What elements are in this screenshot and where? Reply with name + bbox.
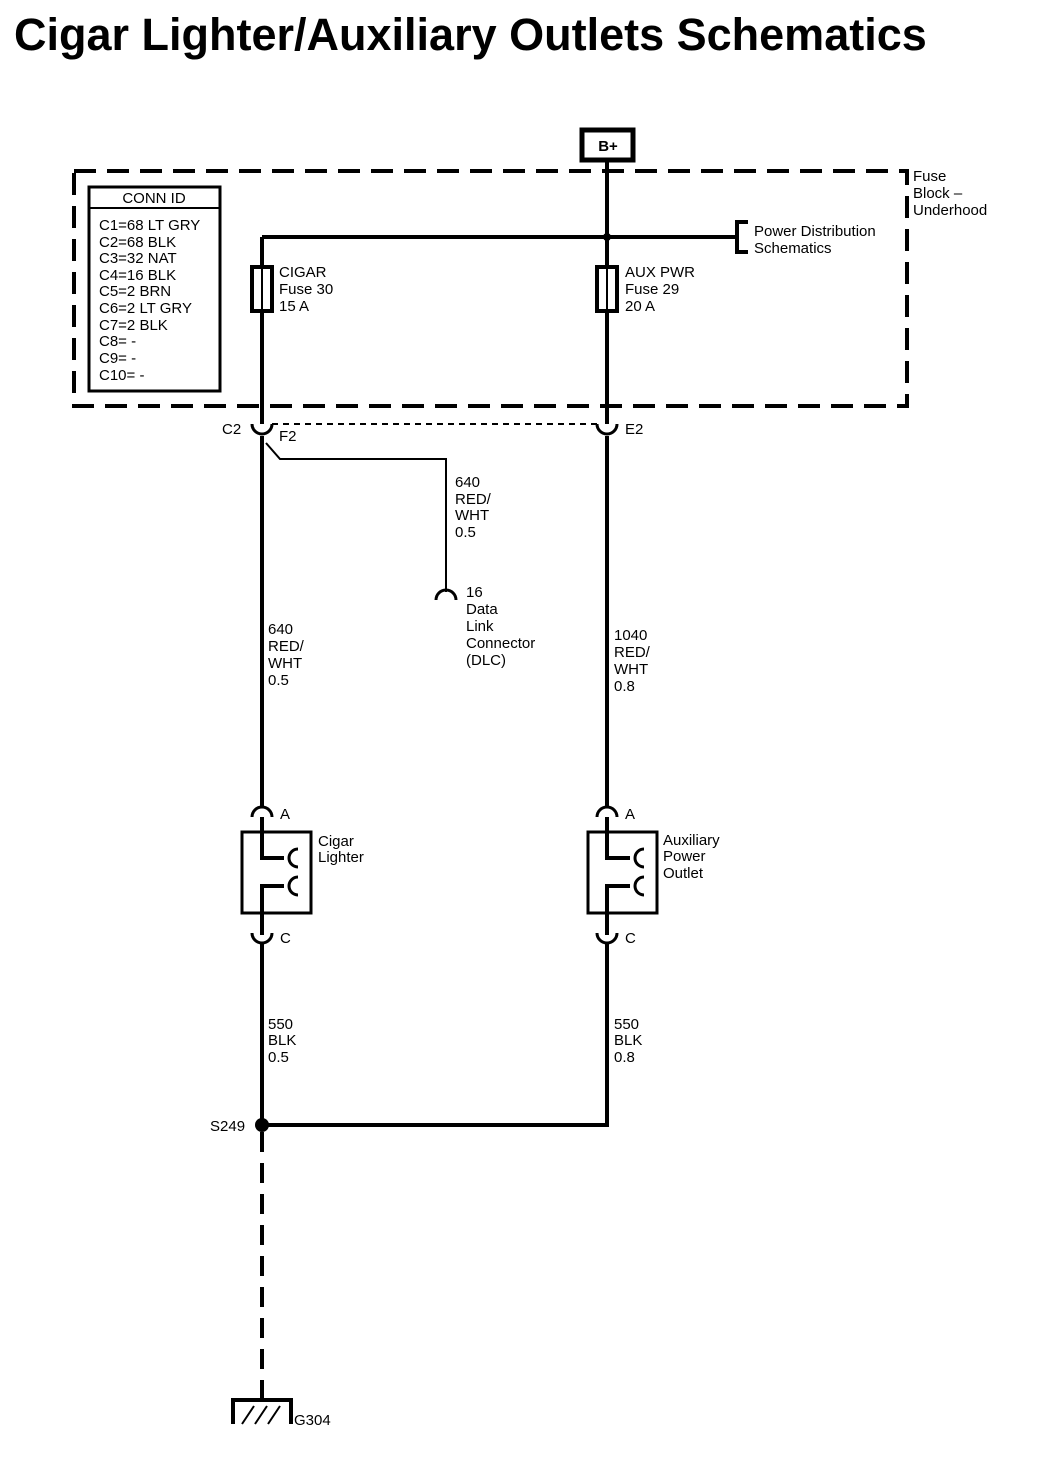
pin-f2-label: F2 bbox=[279, 428, 297, 445]
cigar-pin-c-label: C bbox=[280, 930, 291, 947]
aux-ground-wire-label: 550 BLK 0.8 bbox=[614, 1016, 647, 1066]
battery-positive-label: B+ bbox=[598, 138, 618, 155]
cigar-internal-upper-wire bbox=[260, 817, 284, 860]
cigar-lighter-label: Cigar Lighter bbox=[318, 833, 364, 866]
splice-dot-icon bbox=[255, 1118, 269, 1132]
cigar-pin-c-terminal-icon bbox=[250, 932, 274, 945]
aux-fuse-label: AUX PWR Fuse 29 20 A bbox=[625, 264, 699, 315]
e2-connector-terminal-icon bbox=[595, 423, 619, 436]
connector-c2-label: C2 bbox=[222, 421, 241, 438]
cigar-lighter-device: A C Cigar Lighter bbox=[240, 805, 364, 947]
aux-pin-c-terminal-icon bbox=[595, 932, 619, 945]
cigar-pin-a-label: A bbox=[280, 806, 290, 823]
cigar-fuse-label: CIGAR Fuse 30 15 A bbox=[279, 264, 337, 315]
aux-lower-contact-icon bbox=[633, 875, 645, 897]
dlc-branch-wire bbox=[265, 442, 447, 592]
cigar-pin-a-terminal-icon bbox=[250, 805, 274, 818]
connector-e2-label: E2 bbox=[625, 421, 643, 438]
conn-id-rows: C1=68 LT GRY C2=68 BLK C3=32 NAT C4=16 B… bbox=[99, 217, 204, 384]
aux-outlet-housing bbox=[586, 830, 659, 915]
ground-label: G304 bbox=[294, 1412, 331, 1429]
page-title: Cigar Lighter/Auxiliary Outlets Schemati… bbox=[14, 9, 927, 60]
power-distribution-bracket-icon bbox=[735, 220, 748, 254]
aux-pin-a-label: A bbox=[625, 806, 635, 823]
aux-internal-upper-wire bbox=[605, 817, 630, 860]
aux-pin-c-label: C bbox=[625, 930, 636, 947]
dlc-label: 16 Data Link Connector (DLC) bbox=[466, 584, 539, 669]
fuse-block-boundary bbox=[72, 169, 909, 408]
dlc-branch-wire-label: 640 RED/ WHT 0.5 bbox=[455, 474, 495, 541]
cigar-upper-contact-icon bbox=[287, 847, 299, 869]
fuse-block-label: Fuse Block – Underhood bbox=[913, 168, 987, 219]
cigar-lower-contact-icon bbox=[287, 875, 299, 897]
battery-positive-box bbox=[579, 127, 636, 163]
aux-outlet-device: A C Auxiliary Power Outlet bbox=[586, 805, 724, 947]
cigar-feed-wire-label: 640 RED/ WHT 0.5 bbox=[268, 621, 308, 689]
aux-outlet-label: Auxiliary Power Outlet bbox=[663, 832, 724, 882]
aux-pin-a-terminal-icon bbox=[595, 805, 619, 818]
c2-connector-terminal-icon bbox=[250, 423, 274, 436]
splice-label: S249 bbox=[210, 1118, 245, 1135]
aux-feed-wire-label: 1040 RED/ WHT 0.8 bbox=[614, 627, 654, 695]
bus-junction-dot bbox=[603, 233, 611, 241]
conn-id-table: CONN ID C1=68 LT GRY C2=68 BLK C3=32 NAT… bbox=[87, 185, 222, 393]
conn-id-header: CONN ID bbox=[122, 190, 186, 207]
aux-upper-contact-icon bbox=[633, 847, 645, 869]
cigar-lighter-housing bbox=[240, 830, 313, 915]
aux-internal-lower-wire bbox=[605, 884, 630, 935]
power-distribution-label: Power Distribution Schematics bbox=[754, 223, 880, 257]
aux-ground-wire bbox=[262, 944, 609, 1127]
cigar-internal-lower-wire bbox=[260, 884, 284, 935]
cigar-ground-wire-label: 550 BLK 0.5 bbox=[268, 1016, 301, 1066]
dlc-terminal-icon bbox=[434, 588, 458, 601]
ground-symbol-icon bbox=[231, 1398, 293, 1425]
